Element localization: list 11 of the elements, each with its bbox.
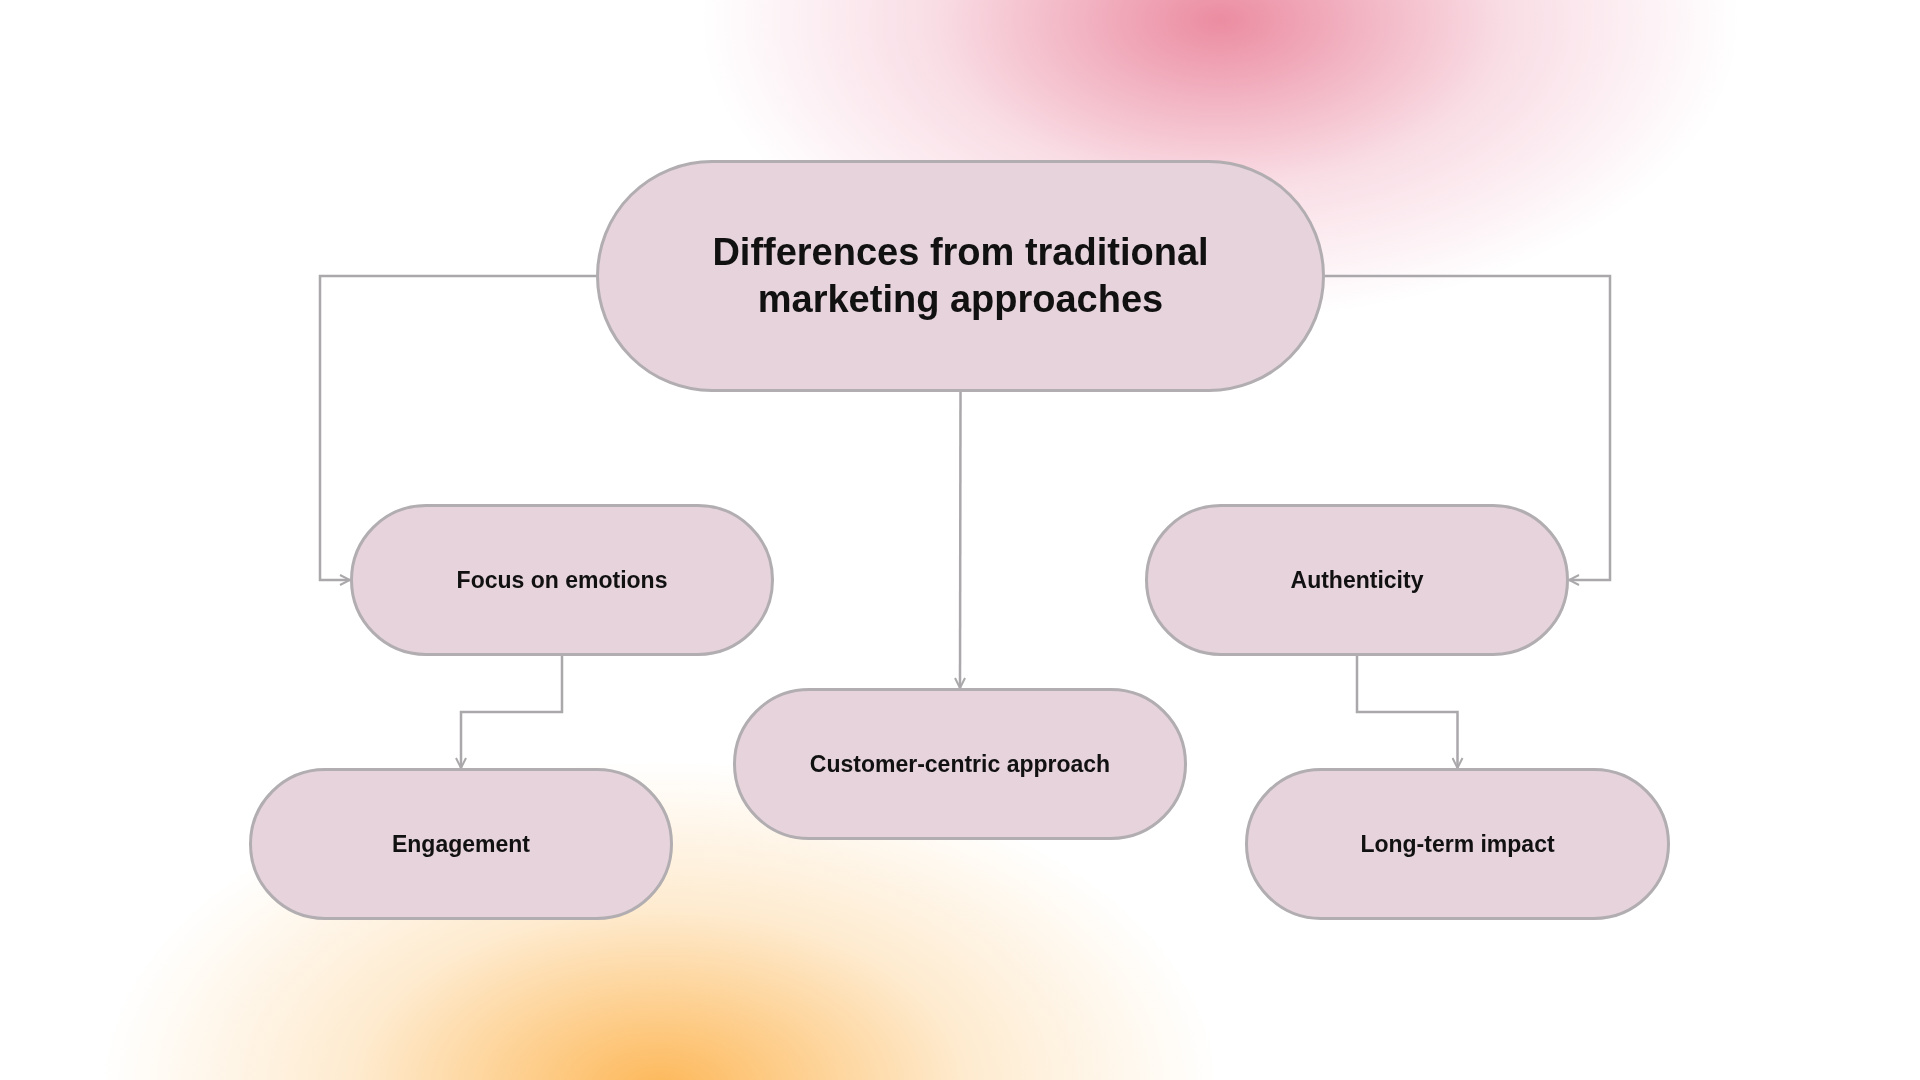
connector-arrow (1355, 656, 1464, 769)
connector-arrow (1325, 274, 1612, 586)
node-label: Authenticity (1290, 565, 1424, 595)
node-label: Long-term impact (1360, 829, 1555, 859)
node-label: Customer-centric approach (809, 749, 1111, 779)
connector-arrow (318, 274, 596, 586)
node-label: Engagement (392, 829, 530, 859)
heading-text: Differences from traditional marketing approaches (711, 229, 1210, 322)
connector-arrow (455, 656, 564, 769)
node-label: Focus on emotions (456, 565, 668, 595)
connector-arrow (954, 392, 966, 689)
